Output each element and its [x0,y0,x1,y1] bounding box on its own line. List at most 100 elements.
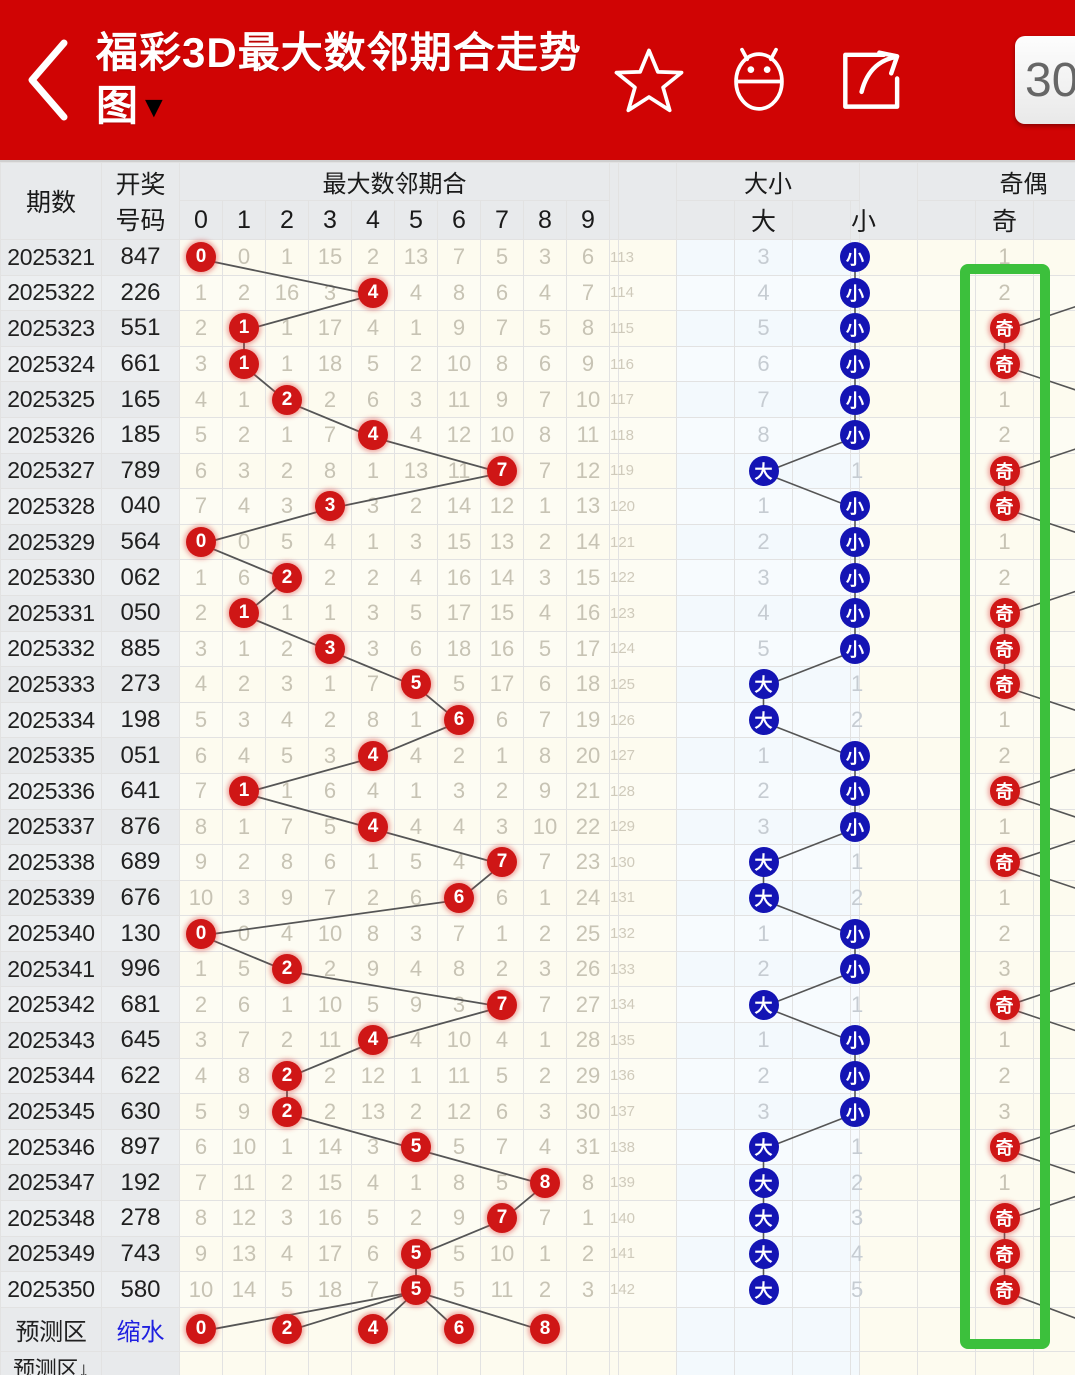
table-row[interactable]: 20253378768175444310221293小1偶 [0,808,1075,846]
digit-cell-4: 5 [351,345,395,383]
digit-cell-2: 2 [265,381,309,418]
table-row[interactable]: 202533006216222416143151223小2偶 [0,559,1075,596]
prediction2-oe-0 [917,1350,976,1375]
bs-cell-1: 大 [734,1164,793,1202]
table-row[interactable]: 2025335051645344218201271小2偶 [0,737,1075,774]
table-row[interactable]: 202532956400541315132141212小1偶 [0,523,1075,561]
table-row[interactable]: 20253497439134176551012141大4奇2 [0,1235,1075,1273]
prediction-row-2[interactable]: 预测区↓ [0,1350,1075,1375]
prediction-oe-0 [917,1306,976,1352]
digit-cell-2: 1 [265,594,309,632]
digit-cell-2: 2 [265,1022,309,1059]
digit-cell-4: 8 [351,915,395,952]
digit-cell-1: 14 [222,1271,266,1308]
prediction-row[interactable]: 预测区缩水02468偶 [0,1306,1075,1352]
back-button[interactable] [0,0,96,160]
separator-1 [618,701,677,739]
digit-cell-0: 4 [179,1057,223,1095]
digit-cell-0: 7 [179,488,223,525]
table-row[interactable]: 2025339676103972666124131大21偶 [0,879,1075,917]
digit-cell-7: 3 [480,808,524,846]
digit-cell-7: 6 [480,1093,524,1130]
hit-marker-2: 2 [272,954,302,985]
row-code: 273 [101,666,180,703]
bs-cell-3: 4 [850,1235,863,1273]
table-row[interactable]: 202533105021113517154161234小奇1 [0,594,1075,632]
table-row[interactable]: 2025342681261105937727134大1奇1 [0,986,1075,1024]
bs-cell-0 [676,274,735,312]
table-row[interactable]: 202534563059221321263301373小3偶 [0,1093,1075,1130]
table-row[interactable]: 2025347192711215418588139大21偶 [0,1164,1075,1202]
digit-cell-3: 7 [308,879,352,917]
hit-marker-4: 4 [358,811,388,842]
table-row[interactable]: 20253246613111852108691166小奇2 [0,345,1075,383]
separator-1 [618,594,677,632]
table-row[interactable]: 202532618552174412108111188小2偶 [0,416,1075,454]
row-tail: 131 [609,879,635,917]
group-main-header: 最大数邻期合 [179,162,610,201]
row-code: 996 [101,950,180,988]
table-row[interactable]: 202532804074333214121131201小奇2 [0,488,1075,525]
row-count-badge[interactable]: 30 [1015,36,1075,124]
table-row[interactable]: 2025341996152294823261332小3偶 [0,950,1075,988]
prediction2-tail [609,1350,619,1375]
digit-cell-1: 1 [222,381,266,418]
digit-cell-9: 1 [566,1200,610,1237]
oe-cell-1: 1 [975,1022,1034,1059]
row-issue: 2025350 [0,1271,102,1308]
table-row[interactable]: 202535058010145187551123142大5奇3 [0,1271,1075,1308]
big-marker: 大 [748,1274,779,1305]
oe-cell-2 [1033,630,1075,668]
digit-cell-9: 20 [566,737,610,774]
table-row[interactable]: 202534364537211441041281351小1偶 [0,1022,1075,1059]
oe-cell-0 [917,772,976,810]
android-robot-icon[interactable] [722,43,796,117]
oe-cell-2 [1033,559,1075,596]
row-code: 885 [101,630,180,668]
prediction-shrink-link[interactable]: 缩水 [101,1306,180,1352]
table-row[interactable]: 202534462248221211152291362小2偶 [0,1057,1075,1095]
table-row[interactable]: 2025336641711641329211282小奇1 [0,772,1075,810]
hit-marker-6: 6 [444,882,474,913]
table-row[interactable]: 20253251654122631197101177小1偶 [0,381,1075,418]
digit-cell-6: 14 [437,488,481,525]
table-row[interactable]: 20253277896328113117712119大1奇1 [0,452,1075,490]
group-bs-header: 大小 [676,162,860,201]
oe-cell-1: 1 [975,1164,1034,1202]
table-row[interactable]: 20253218470011521375361133小1偶 [0,239,1075,276]
table-row[interactable]: 2025333273423175517618125大1奇3 [0,666,1075,703]
bs-cell-3: 小 [840,1022,870,1059]
table-row[interactable]: 20253401300041083712251321小2偶 [0,915,1075,952]
bs-cell-0 [676,310,735,347]
table-row[interactable]: 202533868992861547723130大1奇1 [0,844,1075,881]
bs-cell-1: 3 [734,239,793,276]
row-code: 130 [101,915,180,952]
digit-cell-3: 3 [308,737,352,774]
digit-cell-5: 4 [394,737,438,774]
bs-cell-3: 5 [850,1271,863,1308]
table-row[interactable]: 202533419853428166719126大21偶 [0,701,1075,739]
bs-cell-1: 4 [734,274,793,312]
share-icon[interactable] [832,43,906,117]
bs-cell-1: 3 [734,1093,793,1130]
digit-cell-0: 6 [179,1128,223,1166]
star-icon[interactable] [612,43,686,117]
oe-cell-1: 奇 [975,630,1034,668]
digit-cell-3: 16 [308,1200,352,1237]
digit-cell-8: 8 [523,737,567,774]
digit-cell-2: 9 [265,879,309,917]
separator-2 [859,986,918,1024]
table-row[interactable]: 2025323551211174197581155小奇1 [0,310,1075,347]
small-marker: 小 [840,633,870,664]
row-code: 198 [101,701,180,739]
table-row[interactable]: 2025322226121634486471144小2偶 [0,274,1075,312]
big-marker: 大 [748,1167,779,1198]
digit-header-0: 0 [179,200,223,240]
table-row[interactable]: 202533288531233618165171245小奇2 [0,630,1075,668]
separator-1 [618,1200,677,1237]
digit-cell-5: 5 [394,1128,438,1166]
table-row[interactable]: 2025348278812316529771140大3奇1 [0,1200,1075,1237]
bs-cell-3: 小 [840,488,870,525]
table-row[interactable]: 20253468976101143557431138大1奇1 [0,1128,1075,1166]
